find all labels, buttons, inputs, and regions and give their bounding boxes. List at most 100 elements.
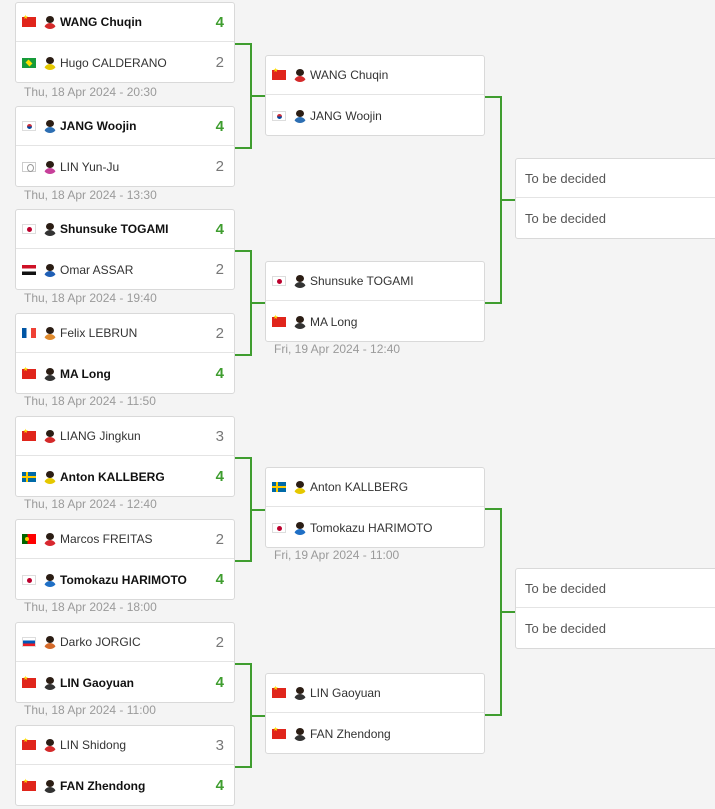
player-row[interactable]: FAN Zhendong [266, 714, 484, 753]
tbd-slot[interactable]: To be decided [516, 159, 715, 198]
cn-flag-icon [272, 685, 286, 698]
cn-flag-icon [22, 366, 36, 379]
player-row[interactable]: WANG Chuqin 4 [16, 3, 234, 42]
tbd-slot[interactable]: To be decided [516, 569, 715, 608]
player-score: 4 [215, 571, 224, 588]
player-score: 3 [215, 736, 224, 754]
eg-flag-icon [22, 264, 36, 275]
player-score: 3 [215, 427, 224, 445]
player-name: JANG Woojin [60, 119, 137, 133]
player-avatar [43, 532, 57, 546]
player-name: WANG Chuqin [310, 68, 389, 82]
player-avatar [293, 274, 307, 288]
player-name: Hugo CALDERANO [60, 55, 167, 70]
player-row[interactable]: Tomokazu HARIMOTO 4 [16, 560, 234, 599]
player-row[interactable]: LIANG Jingkun 3 [16, 417, 234, 456]
player-name: Anton KALLBERG [310, 480, 409, 494]
player-avatar [293, 109, 307, 123]
tbd-slot[interactable]: To be decided [525, 211, 606, 226]
player-row[interactable]: MA Long 4 [16, 354, 234, 393]
match-date: Thu, 18 Apr 2024 - 11:50 [24, 394, 156, 408]
match-card[interactable]: Shunsuke TOGAMI MA Long [265, 261, 485, 342]
player-name: WANG Chuqin [60, 15, 142, 29]
player-row[interactable]: Shunsuke TOGAMI [266, 262, 484, 301]
player-name: Tomokazu HARIMOTO [310, 520, 433, 535]
player-avatar [43, 263, 57, 277]
player-score: 4 [215, 365, 224, 382]
cn-flag-icon [22, 428, 36, 441]
player-score: 4 [215, 13, 224, 31]
player-name: LIN Yun-Ju [60, 159, 120, 174]
player-name: Felix LEBRUN [60, 326, 138, 340]
bracket-connector [235, 766, 250, 768]
player-name: MA Long [310, 314, 358, 329]
player-row[interactable]: Anton KALLBERG [266, 468, 484, 507]
match-card[interactable]: LIN GaoyuanFAN Zhendong [265, 673, 485, 754]
player-avatar [293, 521, 307, 535]
player-name: Omar ASSAR [60, 262, 134, 277]
player-avatar [43, 160, 57, 174]
tbd-slot[interactable]: To be decided [525, 621, 606, 636]
player-row[interactable]: JANG Woojin [266, 96, 484, 135]
fr-flag-icon [22, 328, 36, 338]
player-row[interactable]: MA Long [266, 302, 484, 341]
player-name: LIN Gaoyuan [60, 675, 135, 690]
player-avatar [43, 470, 57, 484]
player-row[interactable]: WANG Chuqin [266, 56, 484, 95]
match-card[interactable]: To be decided To be decided [515, 158, 715, 239]
match-date: Fri, 19 Apr 2024 - 12:40 [274, 342, 401, 356]
match-card[interactable]: Anton KALLBERG Tomokazu HARIMOTO [265, 467, 485, 548]
bracket-connector [235, 457, 250, 459]
player-avatar [43, 738, 57, 752]
player-name: Marcos FREITAS [60, 532, 153, 546]
player-score: 4 [215, 777, 224, 794]
player-score: 2 [215, 530, 224, 548]
player-name: Tomokazu HARIMOTO [60, 572, 187, 587]
player-row[interactable]: Tomokazu HARIMOTO [266, 508, 484, 547]
bracket-connector [235, 354, 250, 356]
match-card[interactable]: To be decided To be decided [515, 568, 715, 649]
player-row[interactable]: Marcos FREITAS 2 [16, 520, 234, 559]
si-flag-icon [22, 637, 36, 647]
player-name: MA Long [60, 366, 111, 381]
player-name: LIN Gaoyuan [310, 686, 381, 700]
player-name: Shunsuke TOGAMI [310, 274, 414, 288]
bracket-connector [485, 714, 500, 716]
bracket-connector [250, 302, 265, 304]
player-avatar [293, 686, 307, 700]
player-name: FAN Zhendong [310, 726, 391, 741]
player-row[interactable]: LIN Gaoyuan [266, 674, 484, 713]
bracket-connector [500, 611, 515, 613]
player-avatar [43, 573, 57, 587]
match-date: Thu, 18 Apr 2024 - 20:30 [24, 85, 157, 99]
cn-flag-icon [22, 675, 36, 688]
bracket-connector [485, 302, 500, 304]
player-avatar [293, 315, 307, 329]
player-name: LIANG Jingkun [60, 429, 141, 443]
bracket-connector [250, 509, 265, 511]
player-avatar [43, 779, 57, 793]
bracket-connector [235, 147, 250, 149]
player-avatar [43, 429, 57, 443]
kr-flag-icon [22, 121, 36, 131]
